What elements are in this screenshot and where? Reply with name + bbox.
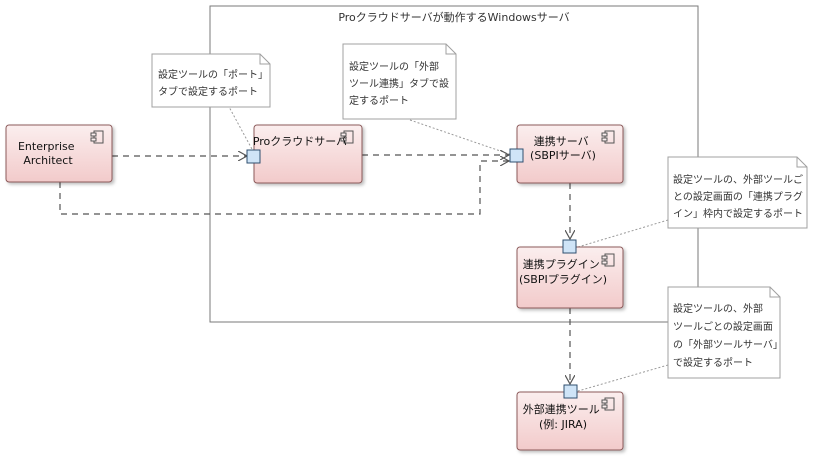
component-label: 連携サーバ (SBPIサーバ)	[530, 134, 596, 162]
component-external-tool[interactable]: 外部連携ツール (例: JIRA)	[516, 384, 624, 451]
component-icon	[90, 130, 104, 144]
component-pro-cloud-server[interactable]: Proクラウドサーバ	[246, 124, 363, 184]
external-tool-port[interactable]	[563, 384, 578, 399]
note1-link	[227, 104, 254, 152]
sbpi-server-port[interactable]	[509, 148, 524, 163]
note4-link	[577, 364, 669, 392]
component-icon	[340, 130, 354, 144]
component-icon	[601, 253, 615, 267]
component-label: 外部連携ツール (例: JIRA)	[523, 402, 604, 431]
note-text: 設定ツールの「外部 ツール連携」タブで設 定するポート	[349, 60, 452, 107]
component-sbpi-plugin[interactable]: 連携プラグイン (SBPIプラグイン)	[516, 239, 624, 309]
note2-link	[409, 119, 513, 156]
component-label: Proクラウドサーバ	[253, 135, 347, 148]
component-enterprise-architect[interactable]: Enterprise Architect	[5, 124, 113, 183]
component-icon	[601, 130, 615, 144]
note-plugin-frame[interactable]: 設定ツールの、外部ツールご との設定画面の「連携プラグ イン」枠内で設定するポー…	[667, 156, 808, 229]
note-text: 設定ツールの「ポート」 タブで設定するポート	[158, 68, 271, 98]
note-port-tab[interactable]: 設定ツールの「ポート」 タブで設定するポート	[151, 53, 271, 108]
note-text: 設定ツールの、外部 ツールごとの設定画面 の「外部ツールサーバ」 で設定するポー…	[673, 302, 786, 369]
boundary-title: Proクラウドサーバが動作するWindowsサーバ	[338, 10, 569, 24]
connectors	[59, 155, 570, 384]
component-label: Enterprise Architect	[18, 140, 78, 167]
note-text: 設定ツールの、外部ツールご との設定画面の「連携プラグ イン」枠内で設定するポー…	[673, 173, 806, 220]
sbpi-plugin-port[interactable]	[562, 239, 577, 254]
note-external-tool-server[interactable]: 設定ツールの、外部 ツールごとの設定画面 の「外部ツールサーバ」 で設定するポー…	[667, 286, 786, 379]
pro-port[interactable]	[246, 149, 261, 164]
note-links	[227, 104, 669, 392]
component-sbpi-server[interactable]: 連携サーバ (SBPIサーバ)	[509, 124, 624, 184]
ea-to-sbpi-connector	[59, 161, 509, 215]
component-label: 連携プラグイン (SBPIプラグイン)	[519, 257, 607, 286]
component-icon	[601, 397, 615, 411]
note-external-tool-tab[interactable]: 設定ツールの「外部 ツール連携」タブで設 定するポート	[342, 43, 457, 120]
